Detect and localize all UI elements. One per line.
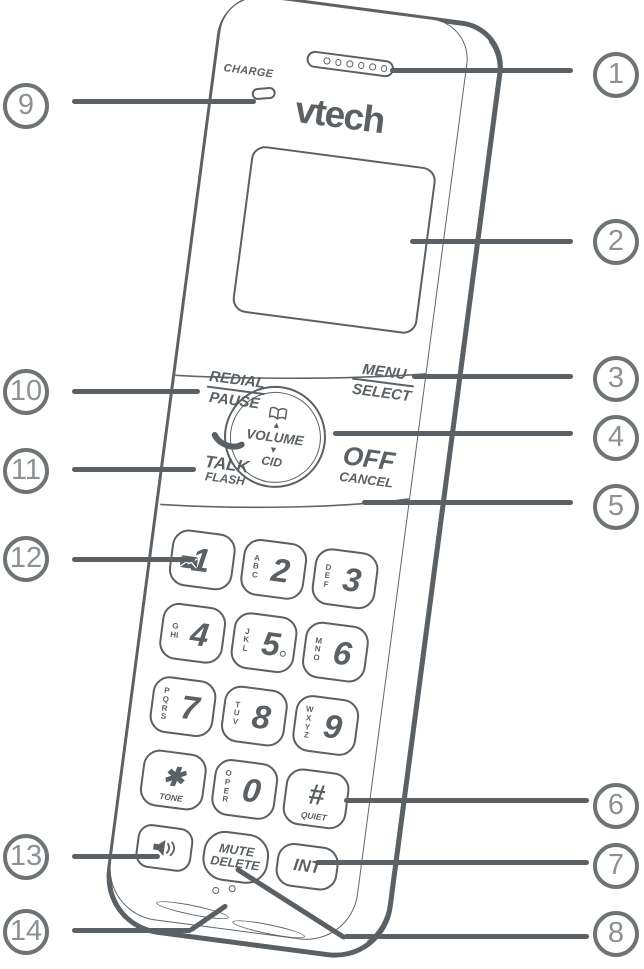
speaker-hole xyxy=(323,57,331,65)
mute-delete-button: MUTE DELETE xyxy=(199,828,272,887)
callout-line-14 xyxy=(72,928,192,933)
charge-label: CHARGE xyxy=(222,62,275,81)
callout-3: 3 xyxy=(593,356,639,402)
volume-rocker-inner: ▲ VOLUME ▼ CID xyxy=(223,385,327,488)
key-4: GHI 4 xyxy=(157,600,229,666)
speaker-hole xyxy=(357,61,365,70)
key-number: 6 xyxy=(330,633,354,673)
callout-line-3 xyxy=(412,374,573,379)
callout-line-10 xyxy=(72,389,200,394)
key-star-tone: ✱ TONE xyxy=(137,747,209,813)
callout-line-11 xyxy=(72,467,196,472)
callout-10: 10 xyxy=(3,369,49,415)
brand-logo: vtech xyxy=(292,88,387,142)
callout-line-7 xyxy=(315,860,589,865)
key-6: MNO 6 xyxy=(299,619,371,685)
key-number: 7 xyxy=(178,688,202,728)
callout-11: 11 xyxy=(3,448,49,494)
microphone-hole xyxy=(228,884,237,893)
microphone-hole xyxy=(211,886,220,895)
off-cancel-button: OFF CANCEL xyxy=(321,440,416,493)
phonebook-icon xyxy=(268,406,288,420)
speaker-hole xyxy=(334,58,342,67)
intercom-button: INT xyxy=(273,840,341,893)
callout-8: 8 xyxy=(593,911,639,957)
key-8: TUV 8 xyxy=(218,683,290,749)
key-hash-quiet: # QUIET xyxy=(280,766,352,832)
key-3: DEF 3 xyxy=(309,546,381,612)
callout-13: 13 xyxy=(3,834,49,880)
callout-line-6 xyxy=(344,798,589,803)
callout-line-1 xyxy=(390,68,573,73)
callout-line-2 xyxy=(410,239,573,244)
key-number: 2 xyxy=(269,550,293,590)
callout-line-13 xyxy=(72,854,160,859)
handset-icon xyxy=(211,431,245,450)
callout-12: 12 xyxy=(3,536,49,582)
callout-2: 2 xyxy=(593,219,639,265)
speakerphone-icon xyxy=(153,840,175,857)
key-number: 3 xyxy=(340,560,364,600)
key-number: 4 xyxy=(188,614,212,654)
key-5: JKL 5 xyxy=(228,610,300,676)
key-number: 0 xyxy=(240,770,264,810)
star-symbol: ✱ xyxy=(161,759,187,793)
callout-4: 4 xyxy=(593,415,639,461)
key-number: 5 xyxy=(259,624,283,664)
speaker-hole xyxy=(368,63,377,71)
callout-1: 1 xyxy=(593,52,639,98)
speaker-hole xyxy=(345,60,354,68)
callout-7: 7 xyxy=(593,843,639,889)
hash-symbol: # xyxy=(306,777,327,812)
callout-5: 5 xyxy=(593,484,639,530)
key-number: 9 xyxy=(321,706,345,746)
callout-9: 9 xyxy=(3,83,49,129)
key-number: 8 xyxy=(249,697,273,737)
volume-rocker-button: ▲ VOLUME ▼ CID xyxy=(217,379,333,495)
key-0-oper: OPER 0 xyxy=(209,757,281,822)
speakerphone-button xyxy=(133,822,196,874)
speaker-hole xyxy=(380,64,388,73)
callout-line-5 xyxy=(362,500,573,505)
volume-up-arrow: ▲ xyxy=(271,418,282,431)
lcd-screen xyxy=(231,144,438,336)
callout-line-12 xyxy=(72,557,195,562)
talk-flash-button: TALK FLASH xyxy=(178,427,278,492)
callout-6: 6 xyxy=(593,783,639,829)
callout-line-9 xyxy=(72,99,256,104)
callout-14: 14 xyxy=(3,909,49,955)
phone-handset: CHARGE vtech REDIAL PAUSE MENU SELECT xyxy=(99,0,509,965)
earpiece-speaker xyxy=(305,49,396,79)
key-7: PQRS 7 xyxy=(147,674,219,740)
int-label: INT xyxy=(292,855,323,878)
callout-line-8 xyxy=(344,934,589,939)
callout-line-4 xyxy=(333,431,573,436)
key-2: ABC 2 xyxy=(238,536,310,602)
menu-select-button: MENU SELECT xyxy=(336,358,430,407)
key-9: WXYZ 9 xyxy=(290,693,362,758)
